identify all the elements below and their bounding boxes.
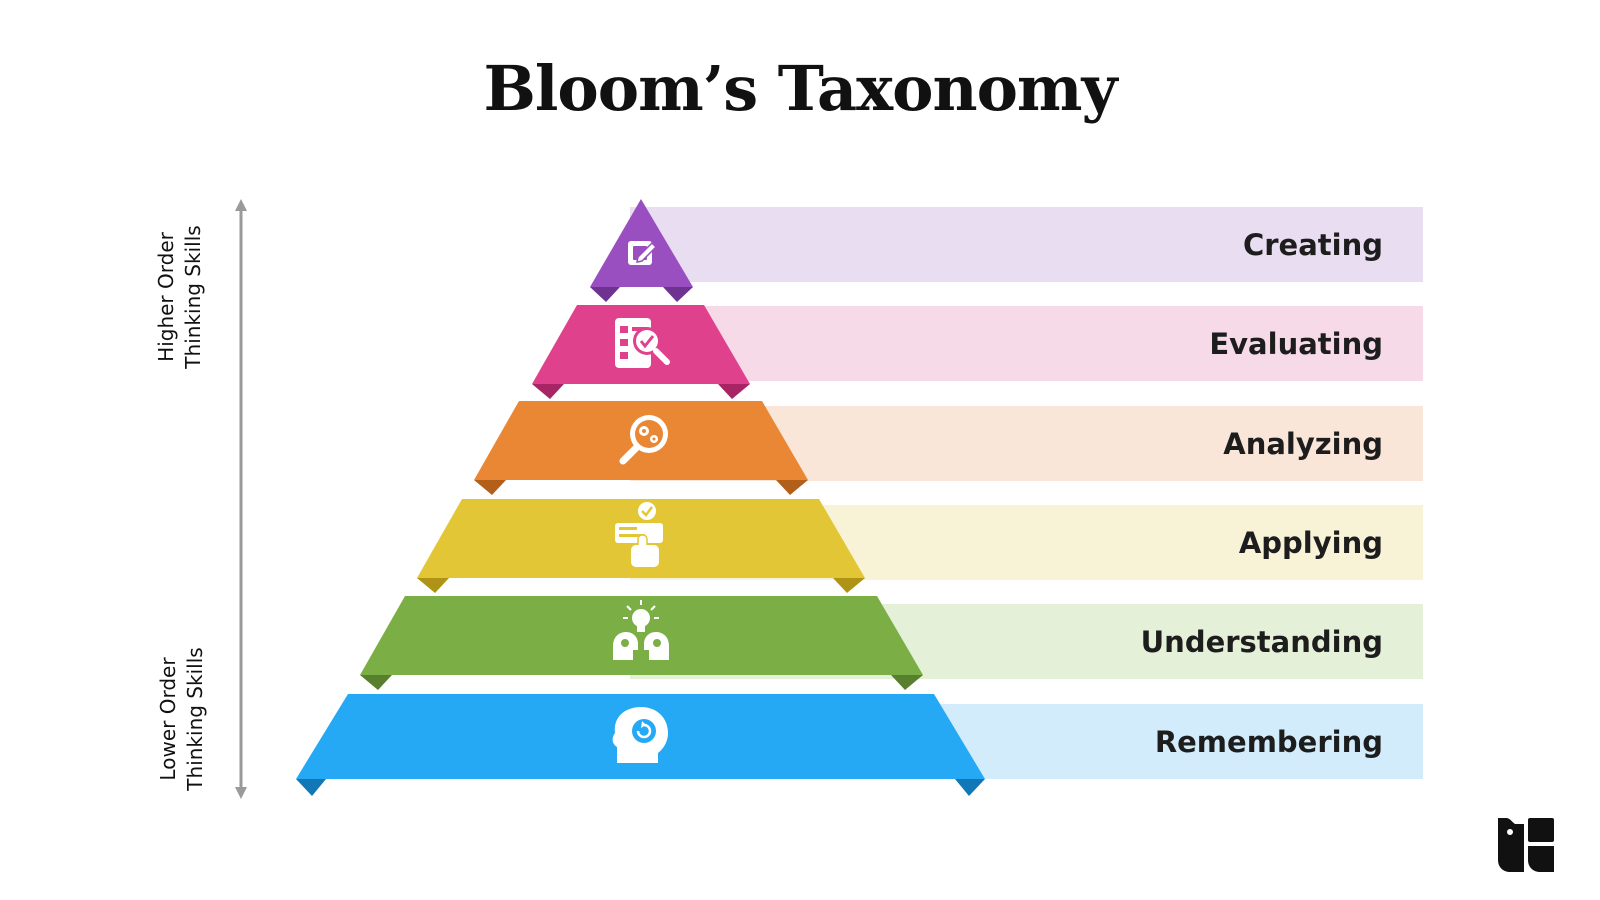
lower-order-label: Lower Order Thinking Skills [155, 639, 209, 799]
pyramid-level-applying [417, 499, 865, 593]
brand-logo [1498, 818, 1554, 872]
head-refresh-icon [612, 707, 668, 763]
level-label-analyzing: Analyzing [1223, 426, 1383, 461]
edit-note-icon [628, 241, 658, 265]
pyramid-level-understanding [360, 596, 923, 690]
level-label-creating: Creating [1242, 227, 1383, 262]
higher-order-line2: Thinking Skills [181, 225, 205, 369]
pyramid-level-analyzing [474, 401, 808, 495]
band-evaluating: Evaluating [630, 306, 1423, 381]
band-creating: Creating [630, 207, 1423, 282]
hand-checklist-icon [615, 502, 663, 567]
level-label-understanding: Understanding [1140, 624, 1383, 659]
higher-order-line1: Higher Order [154, 232, 178, 362]
level-label-evaluating: Evaluating [1209, 326, 1383, 361]
checklist-magnifier-icon [615, 318, 670, 368]
higher-order-label: Higher Order Thinking Skills [153, 217, 207, 377]
level-label-applying: Applying [1238, 525, 1383, 560]
lower-order-line1: Lower Order [156, 657, 180, 781]
pyramid-level-evaluating [532, 305, 750, 399]
magnifier-gears-icon [619, 415, 668, 465]
page-title: Bloom’s Taxonomy [483, 52, 1117, 125]
idea-heads-icon [613, 600, 669, 660]
lower-order-line2: Thinking Skills [183, 647, 207, 791]
level-label-remembering: Remembering [1154, 724, 1383, 759]
pyramid-level-remembering [296, 694, 985, 796]
pyramid-level-creating [590, 199, 693, 302]
